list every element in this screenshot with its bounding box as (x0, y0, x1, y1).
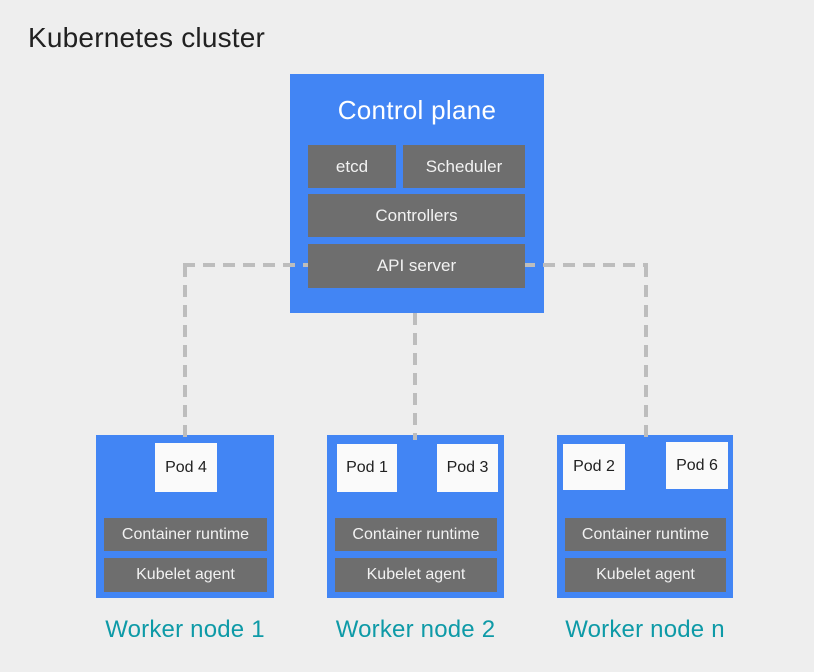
pod-box: Pod 3 (437, 444, 498, 492)
pod-box: Pod 6 (666, 442, 728, 489)
control-plane-title: Control plane (337, 94, 497, 125)
controllers-box: Controllers (308, 194, 525, 237)
connector-line-worker-1 (183, 265, 187, 437)
pod-box: Pod 4 (155, 443, 217, 492)
connector-line-worker-2 (413, 313, 417, 440)
worker-node-n-label: Worker node n (565, 616, 725, 643)
api-server-box: API server (308, 244, 525, 288)
diagram-title: Kubernetes cluster (28, 22, 266, 53)
etcd-box: etcd (308, 145, 396, 188)
container-runtime-box: Container runtime (565, 518, 726, 551)
worker-node-1-box: Pod 4 Container runtime Kubelet agent (96, 435, 274, 598)
container-runtime-box: Container runtime (335, 518, 497, 551)
scheduler-box: Scheduler (403, 145, 525, 188)
pod-box: Pod 1 (337, 444, 397, 492)
worker-node-n-box: Pod 2 Pod 6 Container runtime Kubelet ag… (557, 435, 733, 598)
worker-node-2-label: Worker node 2 (335, 616, 496, 643)
kubelet-agent-box: Kubelet agent (335, 558, 497, 592)
container-runtime-box: Container runtime (104, 518, 267, 551)
kubelet-agent-box: Kubelet agent (104, 558, 267, 592)
worker-node-2-box: Pod 1 Pod 3 Container runtime Kubelet ag… (327, 435, 504, 598)
connector-line-worker-n (644, 265, 648, 441)
kubelet-agent-box: Kubelet agent (565, 558, 726, 592)
worker-node-1-label: Worker node 1 (105, 616, 265, 643)
control-plane-box: Control plane etcd Scheduler Controllers… (290, 74, 544, 313)
pod-box: Pod 2 (563, 444, 625, 490)
